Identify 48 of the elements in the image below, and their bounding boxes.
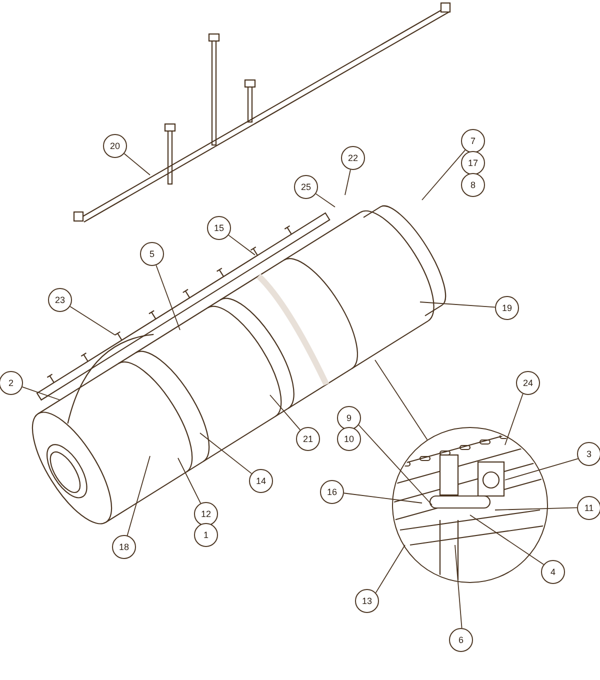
callout-number: 12 (194, 502, 218, 526)
leader-line (422, 150, 466, 200)
leader-line (454, 544, 462, 628)
callout-number: 15 (207, 216, 231, 240)
callout-number: 16 (320, 480, 344, 504)
callout-number: 6 (449, 628, 473, 652)
callout-number: 3 (577, 442, 600, 466)
leader-line (315, 193, 336, 208)
leader-line (270, 394, 301, 430)
leader-line (156, 264, 180, 330)
leader-line (22, 386, 60, 400)
leader-line (358, 424, 432, 506)
callout-number: 2 (0, 371, 23, 395)
callout-number: 4 (541, 560, 565, 584)
leader-line (494, 507, 578, 510)
leader-line (375, 544, 406, 594)
callout-number: 7 (461, 129, 485, 153)
callout-number: 17 (461, 151, 485, 175)
leader-line (126, 456, 150, 536)
callout-number: 19 (495, 296, 519, 320)
leader-line (374, 360, 428, 440)
leader-line (420, 302, 496, 308)
leader-line (228, 234, 256, 256)
callout-number: 11 (577, 496, 600, 520)
callout-number: 1 (194, 523, 218, 547)
callout-number: 5 (140, 242, 164, 266)
leader-line (504, 393, 524, 446)
callout-number: 10 (337, 427, 361, 451)
leader-line (344, 492, 422, 504)
callout-number: 22 (341, 146, 365, 170)
callout-number: 24 (516, 371, 540, 395)
callout-number: 21 (296, 427, 320, 451)
leader-line (504, 458, 578, 480)
callout-number: 23 (48, 288, 72, 312)
callout-number: 14 (249, 469, 273, 493)
leader-line (200, 432, 252, 474)
leader-line (70, 306, 116, 336)
callout-number: 25 (294, 175, 318, 199)
leader-line (344, 169, 351, 196)
leader-line (470, 514, 544, 565)
leader-line (124, 153, 150, 176)
detail-view-circle (392, 427, 548, 583)
callout-number: 18 (112, 535, 136, 559)
callout-number: 13 (355, 589, 379, 613)
callout-number: 8 (461, 173, 485, 197)
callout-number: 9 (337, 406, 361, 430)
leader-line (178, 458, 202, 504)
callout-number: 20 (103, 134, 127, 158)
